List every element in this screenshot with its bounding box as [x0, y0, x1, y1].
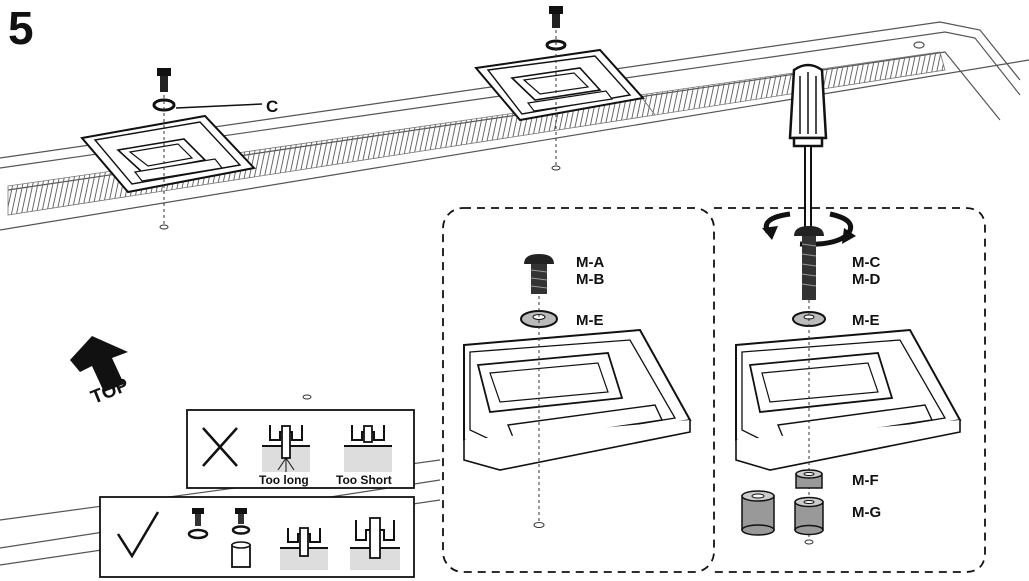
- screw-label-right-2: M-D: [852, 271, 880, 288]
- bracket-detail-right: [735, 328, 962, 471]
- spacer-label-g: M-G: [852, 504, 881, 521]
- orientation-label: TOP: [88, 375, 132, 409]
- correct-usage-box: [99, 496, 415, 578]
- spacer-m-g-large: [741, 490, 775, 536]
- spacer-m-g: [794, 496, 824, 536]
- too-long-caption: Too long: [259, 473, 309, 487]
- screw-label-left-1: M-A: [576, 254, 604, 271]
- screw-middle: [549, 6, 563, 28]
- rotation-arrowhead-left-icon: [762, 226, 778, 240]
- too-short-caption: Too Short: [336, 473, 392, 487]
- screw-label-right-1: M-C: [852, 254, 880, 271]
- screw-m-a: [524, 254, 554, 294]
- screwdriver: [788, 63, 828, 229]
- screw-hole-detail-left: [533, 522, 545, 528]
- detail-panel-left: [442, 207, 715, 573]
- wrong-usage-box: Too long Too Short: [186, 409, 415, 489]
- rotation-arrowhead-icon: [842, 228, 856, 244]
- correct-screw-washer-icon: [187, 508, 209, 540]
- correct-screw-spacer-icon: [231, 508, 251, 568]
- mounting-bracket-left: [80, 114, 256, 194]
- washer-label-right: M-E: [852, 312, 880, 329]
- leader-line-c: [175, 103, 263, 109]
- too-short-icon: [344, 425, 392, 472]
- spacer-m-f: [795, 469, 823, 489]
- screw-left: [157, 68, 171, 92]
- step-number: 5: [8, 2, 34, 54]
- screw-hole-left: [159, 224, 169, 230]
- washer-label-left: M-E: [576, 312, 604, 329]
- spacer-label-f: M-F: [852, 472, 879, 489]
- correct-check-icon: [116, 511, 160, 559]
- bracket-label: C: [266, 97, 278, 116]
- detail-panel-right: [714, 207, 986, 573]
- correct-fit-spacer-icon: [350, 517, 400, 570]
- screw-hole-detail-right: [804, 539, 814, 545]
- too-long-icon: [262, 425, 310, 472]
- wrong-x-icon: [202, 427, 238, 467]
- screw-label-left-2: M-B: [576, 271, 604, 288]
- mounting-bracket-middle: [474, 48, 645, 122]
- bracket-detail-left: [463, 328, 692, 471]
- screw-hole-middle: [551, 165, 561, 171]
- screw-m-c: [794, 226, 824, 300]
- top-arrow-icon: [70, 336, 128, 392]
- correct-fit-icon: [280, 527, 328, 570]
- screw-hole-lower: [302, 394, 312, 400]
